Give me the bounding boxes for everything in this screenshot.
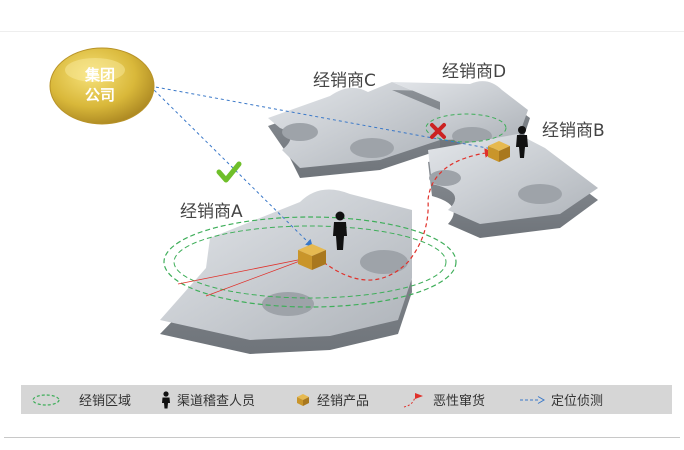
dealer-b-label: 经销商B <box>542 121 605 141</box>
puzzle-piece-a <box>160 189 412 354</box>
top-divider <box>0 31 684 32</box>
group-company-node: 集团 公司 <box>49 47 155 125</box>
box-icon <box>297 393 309 406</box>
sales-line-2 <box>205 257 309 297</box>
legend-item-inspector: 渠道稽查人员 <box>161 385 255 414</box>
dealer-c-label: 经销商C <box>313 71 376 91</box>
detect-line-b <box>149 85 499 153</box>
detect-line-a <box>149 85 313 247</box>
check-icon <box>216 161 242 183</box>
dealer-d-label: 经销商D <box>442 62 506 82</box>
blue-dashed-arrow-icon <box>520 395 545 404</box>
person-icon <box>162 390 170 408</box>
legend-item-detect: 定位侦测 <box>519 385 603 414</box>
cross-icon <box>430 123 446 139</box>
legend-item-cross-goods: 恶性窜货 <box>401 385 485 414</box>
legend-label-product: 经销产品 <box>317 394 370 409</box>
sales-line-1 <box>177 257 309 285</box>
legend-item-region: 经销区域 <box>31 385 131 414</box>
dealer-a-label: 经销商A <box>180 202 243 222</box>
product-box-a <box>298 244 326 270</box>
legend-label-cross-goods: 恶性窜货 <box>433 394 486 409</box>
legend-bar: 经销区域 渠道稽查人员 经销产品 恶性窜货 定位侦测 <box>21 385 672 414</box>
legend-label-detect: 定位侦测 <box>551 394 604 409</box>
legend-label-inspector: 渠道稽查人员 <box>177 394 256 409</box>
cross-goods-path <box>317 148 494 281</box>
dealer-region-a <box>163 216 457 308</box>
legend-item-product: 经销产品 <box>295 385 369 414</box>
puzzle-piece-c <box>268 82 440 178</box>
company-label-line1: 集团 <box>84 66 115 84</box>
dashed-ellipse-icon <box>32 393 60 406</box>
red-flag-arrow-icon <box>403 392 423 407</box>
puzzle-piece-b <box>428 134 598 238</box>
dealer-region-a-inner <box>173 225 447 299</box>
inspector-a-icon <box>333 211 347 250</box>
channel-diagram: 集团 公司 经销商C 经销商D 经销商B 经销商A <box>49 47 605 354</box>
product-box-b <box>488 141 510 162</box>
bottom-divider <box>4 437 680 438</box>
legend-label-region: 经销区域 <box>79 394 132 409</box>
dealer-region-b <box>425 113 507 143</box>
company-label-line2: 公司 <box>85 86 115 104</box>
inspector-b-icon <box>516 126 528 158</box>
